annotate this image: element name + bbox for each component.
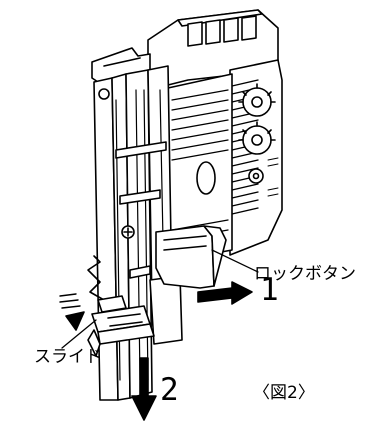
leader-slide — [61, 319, 97, 349]
rotary-switch-bottom — [238, 121, 276, 155]
indicator-led — [248, 168, 264, 184]
step-2-number: 2 — [160, 372, 179, 408]
arrow-down-icon — [131, 357, 157, 421]
arrow-right-icon — [197, 281, 253, 305]
slide-label: スライド — [34, 347, 102, 367]
slide-direction-arrowhead — [65, 311, 85, 331]
leader-lock-button — [211, 249, 259, 273]
rotary-switch-top — [238, 83, 276, 117]
motion-lines-icon — [59, 293, 81, 309]
mounting-frame — [87, 47, 183, 401]
lock-button-label: ロックボタン — [254, 264, 356, 284]
step-1-number: 1 — [260, 272, 279, 308]
screw — [121, 225, 135, 239]
module-body — [147, 9, 283, 263]
figure-caption: 〈図2〉 — [253, 383, 315, 403]
lock-button — [155, 225, 227, 289]
slide-clip — [87, 295, 155, 357]
